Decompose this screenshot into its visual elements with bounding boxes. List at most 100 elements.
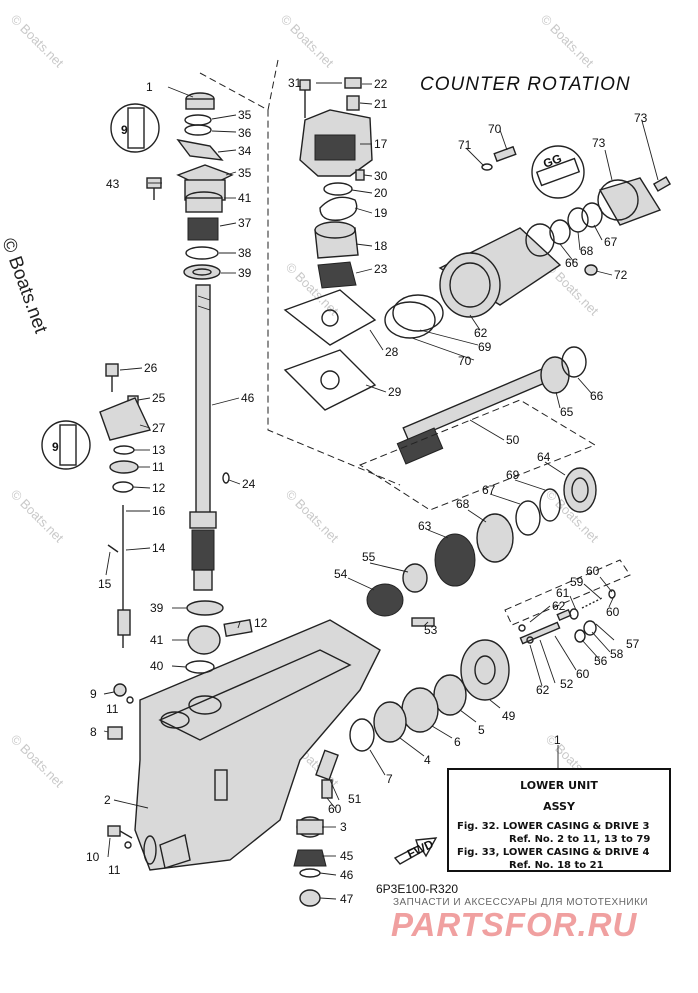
watermark: © Boats.net — [8, 487, 67, 546]
part-label: 1 — [554, 733, 561, 747]
part-label: 6 — [454, 735, 461, 749]
part-labels: 1 35 36 34 35 41 37 38 39 43 46 26 25 27… — [86, 76, 648, 906]
brand-subtitle: ЗАПЧАСТИ И АКСЕССУАРЫ ДЛЯ МОТОТЕХНИКИ — [393, 897, 649, 908]
part-label: 22 — [374, 77, 388, 91]
part-label: 18 — [374, 239, 388, 253]
part-label: 59 — [570, 575, 584, 589]
part-label: 3 — [340, 820, 347, 834]
part-label: 39 — [238, 266, 252, 280]
info-box-line: Fig. 32. LOWER CASING & DRIVE 3 — [457, 821, 650, 832]
part-label: 47 — [340, 892, 354, 906]
part-label: 2 — [104, 793, 111, 807]
part-label: 66 — [565, 256, 579, 270]
part-label: 67 — [604, 235, 618, 249]
part-label: 66 — [590, 389, 604, 403]
svg-text:9: 9 — [121, 123, 128, 137]
drive-shaft — [189, 284, 217, 591]
part-label: 17 — [374, 137, 388, 151]
part-label: 30 — [374, 169, 388, 183]
assembly-info-box: LOWER UNIT ASSY Fig. 32. LOWER CASING & … — [447, 768, 671, 872]
part-label: 73 — [634, 111, 648, 125]
watermark: © Boats.net — [278, 12, 337, 71]
brand-logo: PARTSFOR.RU — [391, 906, 638, 943]
part-label: 46 — [340, 868, 354, 882]
part-label: 60 — [576, 667, 590, 681]
propeller-shaft-housing: GG — [384, 145, 672, 339]
part-label: 62 — [474, 326, 488, 340]
sealant-icon-upper: 9 — [110, 103, 160, 153]
part-label: 53 — [424, 623, 438, 637]
part-label: 34 — [238, 144, 252, 158]
part-label: 51 — [348, 792, 362, 806]
svg-text:GG: GG — [541, 151, 563, 171]
part-label: 55 — [362, 550, 376, 564]
part-label: 43 — [106, 177, 120, 191]
part-label: 8 — [90, 725, 97, 739]
part-label: 12 — [152, 481, 166, 495]
part-label: 69 — [478, 340, 492, 354]
part-label: 65 — [560, 405, 574, 419]
forward-arrow-icon: FWD — [393, 837, 438, 865]
part-label: 10 — [86, 850, 100, 864]
reference-code: 6P3E100-R320 — [376, 882, 459, 896]
fwd-label: FWD — [405, 837, 436, 861]
part-label: 5 — [478, 723, 485, 737]
part-label: 68 — [580, 244, 594, 258]
part-label: 21 — [374, 97, 388, 111]
part-label: 52 — [560, 677, 574, 691]
part-label: 25 — [152, 391, 166, 405]
sealant-icon-lower: 9 — [41, 420, 91, 470]
part-label: 39 — [150, 601, 164, 615]
upper-seal-stack — [176, 92, 234, 280]
part-label: 26 — [144, 361, 158, 375]
part-label: 50 — [506, 433, 520, 447]
part-label: 15 — [98, 577, 112, 591]
part-label: 28 — [385, 345, 399, 359]
gear-train — [349, 467, 597, 752]
part-label: 62 — [552, 599, 566, 613]
pinion-group — [293, 749, 339, 907]
part-label: 73 — [592, 136, 606, 150]
part-label: 63 — [418, 519, 432, 533]
water-pump-group — [283, 77, 377, 411]
info-box-line: Ref. No. 2 to 11, 13 to 79 — [509, 834, 651, 845]
part-label: 49 — [502, 709, 516, 723]
diagram-title: COUNTER ROTATION — [420, 74, 631, 95]
watermark: © Boats.net — [8, 732, 67, 791]
leader-lines — [103, 82, 659, 900]
info-box-subtitle: ASSY — [543, 800, 575, 813]
part-label: 72 — [614, 268, 628, 282]
part-label: 40 — [150, 659, 164, 673]
group-outline — [267, 59, 279, 111]
watermark: © Boats.net — [538, 12, 597, 71]
part-label: 20 — [374, 186, 388, 200]
part-label: 1 — [146, 80, 153, 94]
part-label: 38 — [238, 246, 252, 260]
part-label: 45 — [340, 849, 354, 863]
info-box-line: Fig. 33, LOWER CASING & DRIVE 4 — [457, 847, 650, 858]
small-fasteners — [107, 472, 230, 849]
bolt-45 — [146, 177, 162, 200]
info-box-title: LOWER UNIT — [520, 779, 598, 792]
watermark: © Boats.net — [283, 487, 342, 546]
part-label: 60 — [586, 564, 600, 578]
part-label: 41 — [150, 633, 164, 647]
part-label: 61 — [556, 586, 570, 600]
part-label: 62 — [536, 683, 550, 697]
part-label: 9 — [90, 687, 97, 701]
watermark: © Boats.net — [8, 12, 67, 71]
part-label: 60 — [328, 802, 342, 816]
group-outline — [199, 72, 401, 486]
part-label: 7 — [386, 772, 393, 786]
part-label: 11 — [152, 460, 165, 474]
shift-rod-group — [99, 363, 151, 648]
info-box-line: Ref. No. 18 to 21 — [509, 860, 604, 871]
part-label: 64 — [537, 450, 551, 464]
part-label: 67 — [482, 483, 496, 497]
part-label: 19 — [374, 206, 388, 220]
part-label: 11 — [108, 863, 121, 877]
part-label: 58 — [610, 647, 624, 661]
part-label: 69 — [506, 468, 520, 482]
